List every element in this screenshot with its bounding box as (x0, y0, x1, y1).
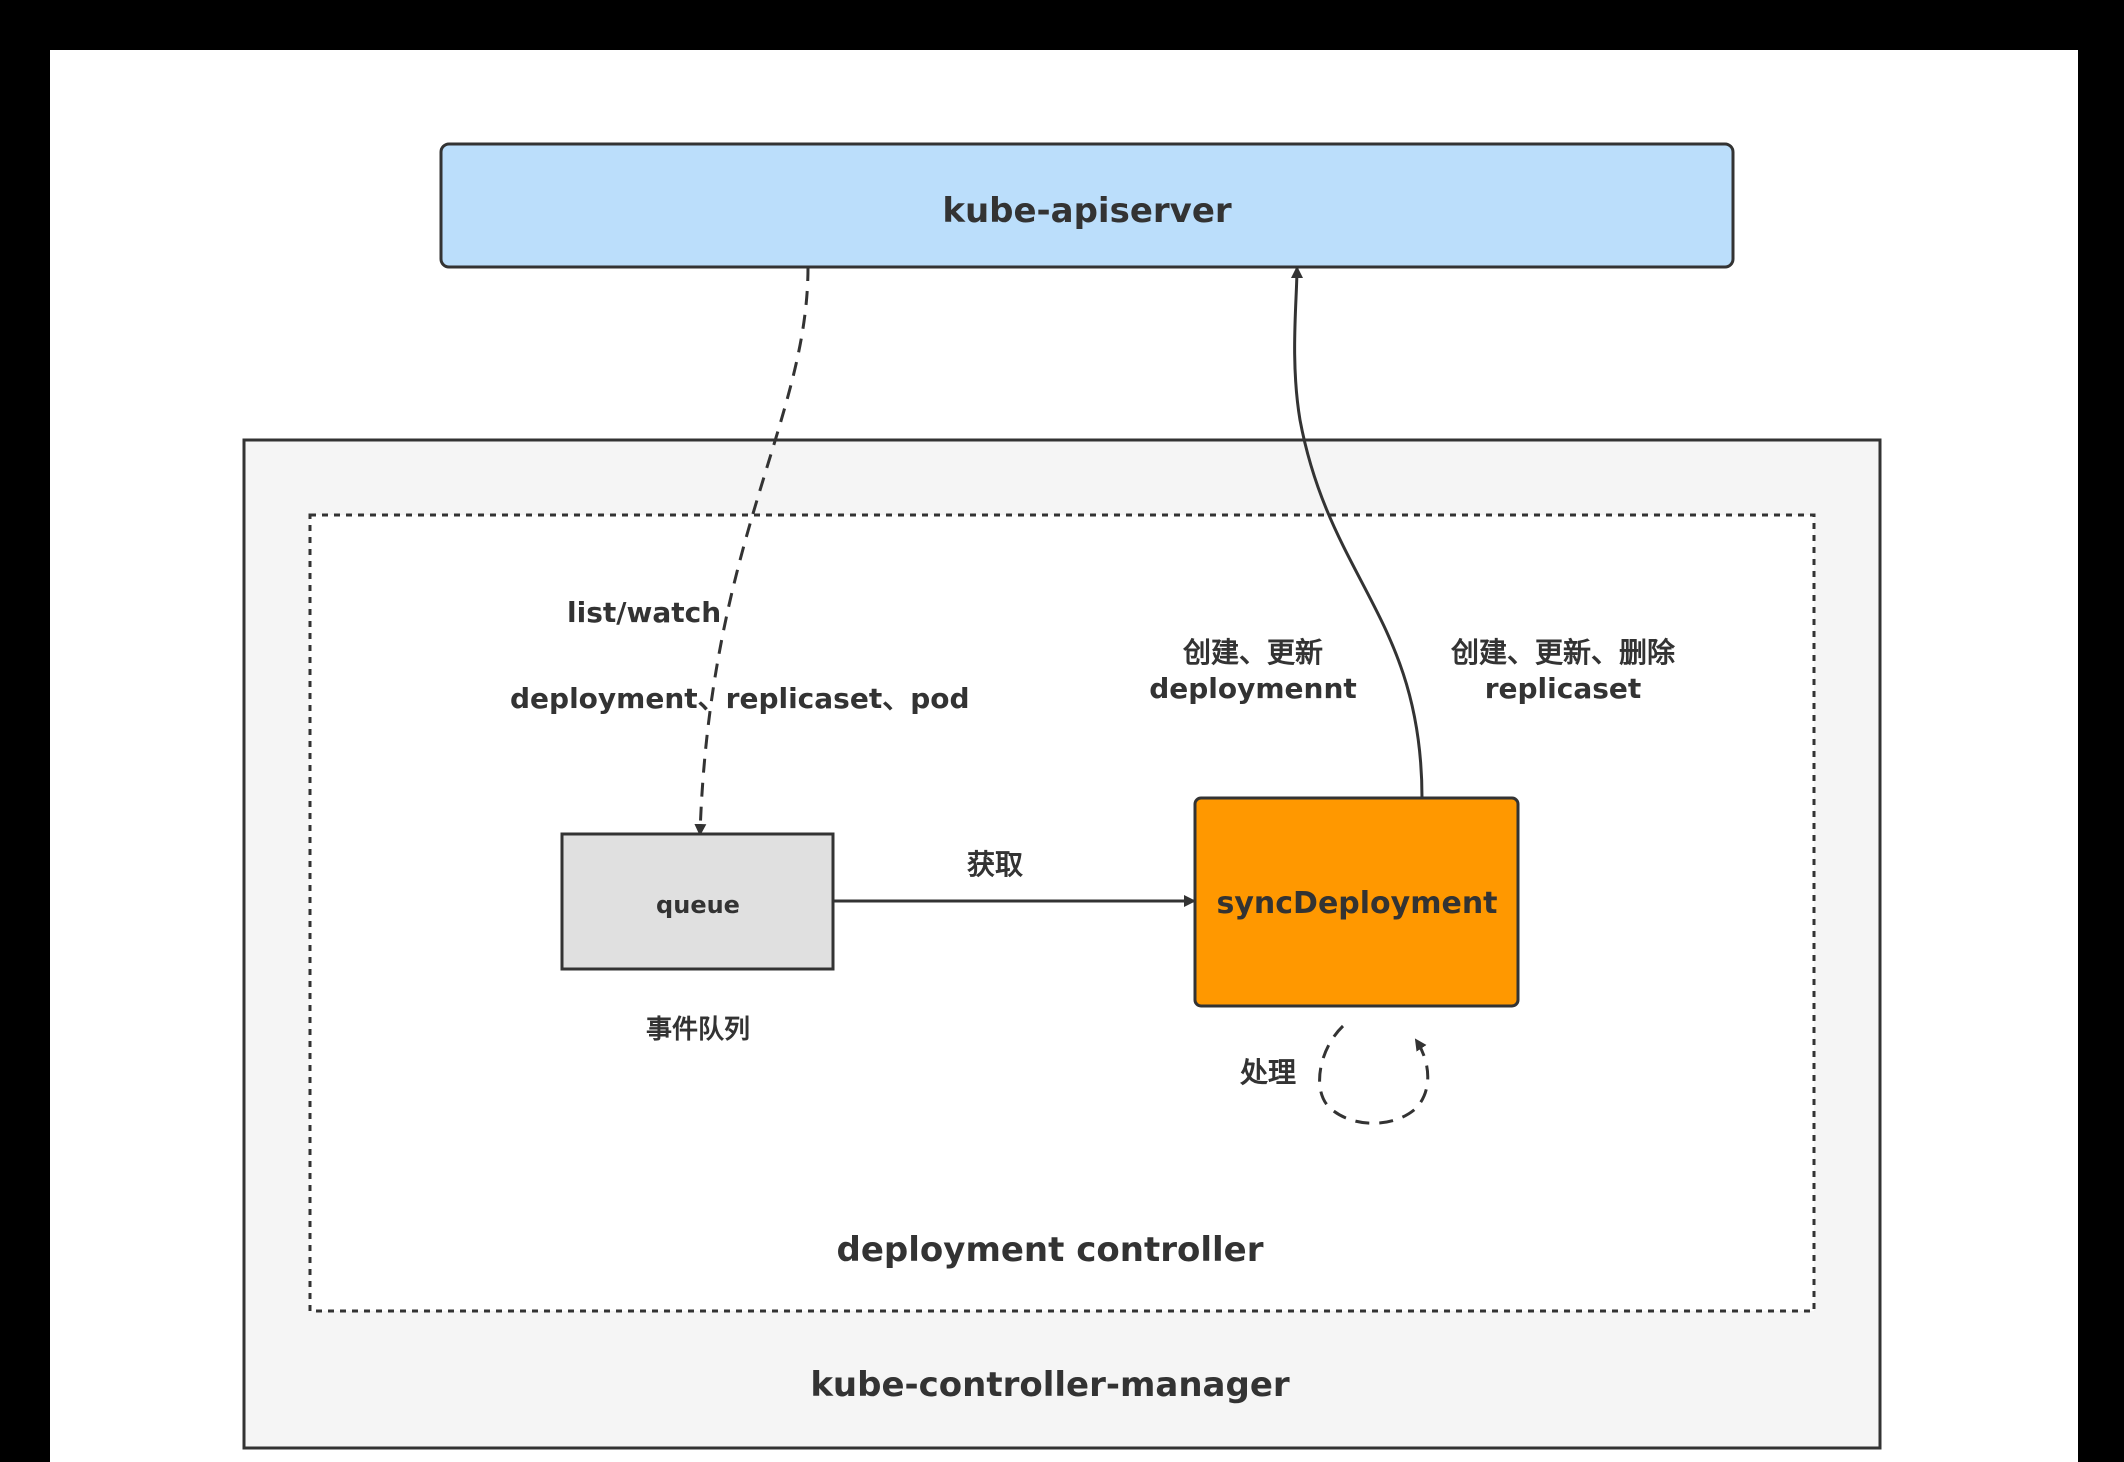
sync-deployment-label: syncDeployment (1216, 886, 1497, 921)
update-deployment-label-line2: deploymennt (1149, 672, 1357, 705)
deployment-controller-box (308, 513, 1816, 1313)
manage-replicaset-label-line2: replicaset (1485, 672, 1642, 705)
sync-to-apiserver-arrow (1290, 266, 1424, 799)
sync-deployment-box (1193, 796, 1520, 1008)
queue-box (560, 832, 835, 971)
manage-replicaset-label-line1: 创建、更新、删除 (1450, 636, 1676, 669)
list-watch-label: list/watch (567, 596, 721, 629)
queue-caption: 事件队列 (646, 1015, 750, 1045)
list-watch-arrow (694, 266, 810, 836)
deployment-controller-label: deployment controller (837, 1230, 1264, 1270)
update-deployment-label-line1: 创建、更新 (1182, 636, 1323, 669)
fetch-label: 获取 (967, 848, 1023, 881)
process-label: 处理 (1239, 1056, 1296, 1089)
process-loop-arrow (1318, 1024, 1430, 1125)
watched-resources-label: deployment、replicaset、pod (510, 682, 970, 715)
queue-label: queue (656, 891, 740, 919)
apiserver-label: kube-apiserver (942, 191, 1232, 231)
controller-manager-label: kube-controller-manager (810, 1365, 1290, 1405)
apiserver-box (439, 142, 1735, 269)
